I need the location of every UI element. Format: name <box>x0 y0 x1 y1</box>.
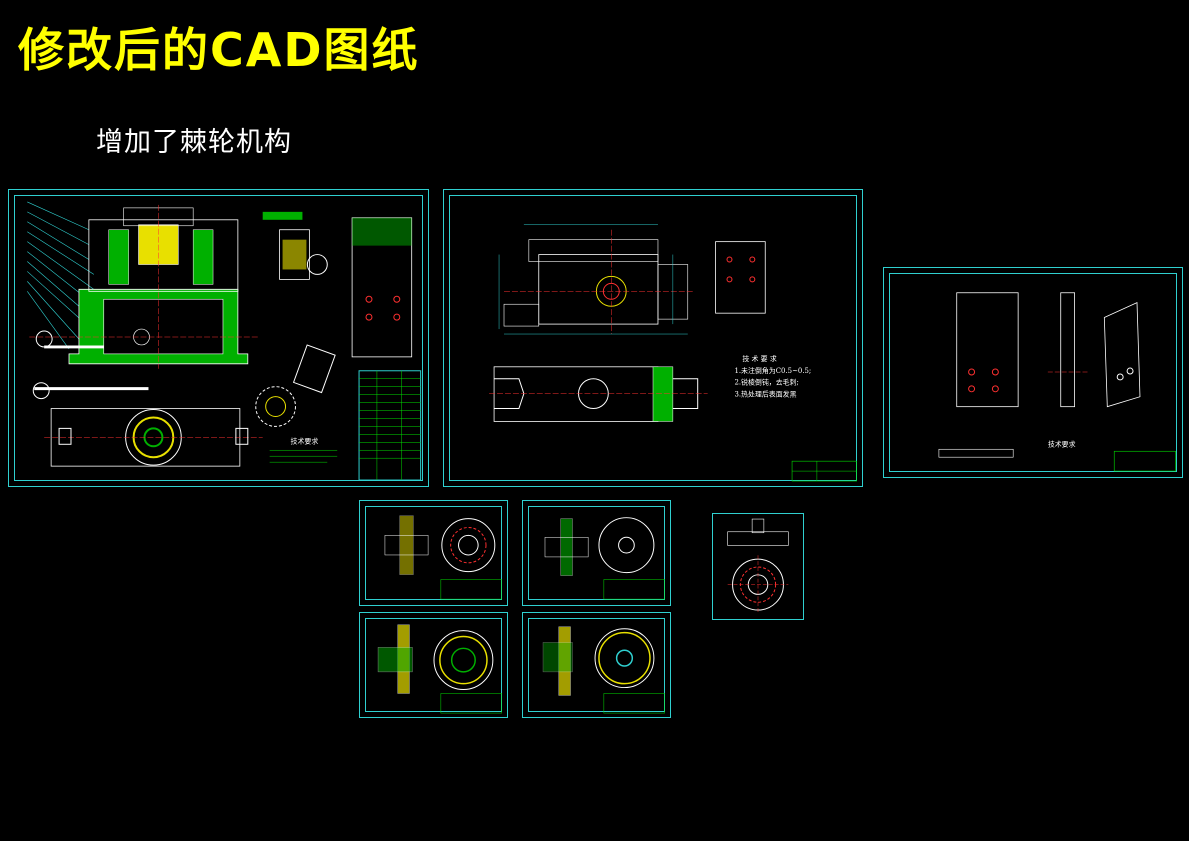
flange-d-drawing <box>542 626 665 714</box>
sheet-inner-frame <box>365 506 502 600</box>
sheet-inner-frame <box>14 195 423 481</box>
page-subtitle: 增加了棘轮机构 <box>96 127 292 158</box>
fixture-note-2: 2.锐棱倒钝，去毛刺; <box>734 378 798 387</box>
drawing-sheet-flange-d[interactable] <box>522 612 671 718</box>
flange-c-drawing <box>377 624 502 714</box>
assembly-drawing: 技术要求 <box>27 201 422 481</box>
flange-a-drawing <box>384 515 502 600</box>
plate-notes-heading: 技术要求 <box>1048 439 1076 448</box>
fixture-notes-heading: 技 术 要 求 <box>742 354 776 363</box>
sheet-inner-frame <box>528 506 665 600</box>
page-title: 修改后的CAD图纸 <box>18 23 420 77</box>
drawing-sheet-assembly[interactable]: 技术要求 <box>8 189 429 487</box>
sheet-inner-frame <box>528 618 665 712</box>
drawing-sheet-fixture-body[interactable]: 技 术 要 求 1.未注倒角为C0.5~0.5; 2.锐棱倒钝，去毛刺; 3.热… <box>443 189 863 487</box>
fixture-note-3: 3.热处理后表面发黑 <box>734 390 796 399</box>
drawing-sheet-detail[interactable] <box>712 513 804 620</box>
plate-drawing: 技术要求 <box>938 292 1176 472</box>
drawing-sheet-flange-b[interactable] <box>522 500 671 606</box>
drawing-sheet-plate[interactable]: 技术要求 <box>883 267 1183 478</box>
flange-b-drawing <box>544 517 665 600</box>
sheet-inner-frame <box>889 273 1177 472</box>
drawing-sheet-flange-c[interactable] <box>359 612 508 718</box>
sheet-inner-frame <box>449 195 857 481</box>
fixture-body-drawing: 技 术 要 求 1.未注倒角为C0.5~0.5; 2.锐棱倒钝，去毛刺; 3.热… <box>489 224 857 482</box>
fixture-note-1: 1.未注倒角为C0.5~0.5; <box>734 366 811 375</box>
detail-drawing <box>727 518 789 614</box>
assembly-notes-heading: 技术要求 <box>291 436 319 445</box>
drawing-sheet-flange-a[interactable] <box>359 500 508 606</box>
sheet-inner-frame <box>365 618 502 712</box>
